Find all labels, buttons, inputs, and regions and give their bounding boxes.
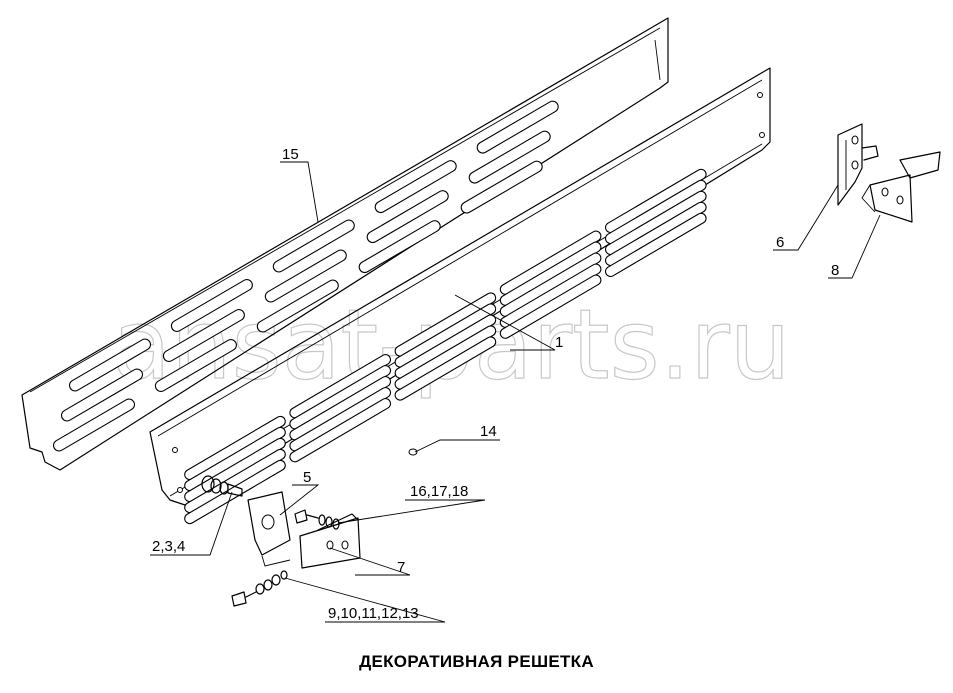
callout-2-3-4: 2,3,4 xyxy=(152,538,185,555)
front-grille-panel xyxy=(149,67,771,525)
bracket-part-8 xyxy=(861,151,941,223)
callout-16-17-18: 16,17,18 xyxy=(410,483,468,500)
bolt-set-16-17-18 xyxy=(294,509,340,530)
fastener-set-2-3-4 xyxy=(201,475,243,497)
diagram-caption: ДЕКОРАТИВНАЯ РЕШЕТКА xyxy=(359,652,594,671)
callout-8: 8 xyxy=(831,262,839,279)
bracket-part-5 xyxy=(247,491,291,567)
callout-7: 7 xyxy=(397,559,405,576)
callout-6: 6 xyxy=(776,234,784,251)
callout-5: 5 xyxy=(303,469,311,486)
callout-15: 15 xyxy=(282,146,299,163)
callout-14: 14 xyxy=(480,423,497,440)
callout-9-10-11-12-13: 9,10,11,12,13 xyxy=(328,605,419,622)
clip-part-14 xyxy=(408,448,418,456)
bracket-part-7 xyxy=(299,513,361,569)
bolt-set-9-13 xyxy=(231,570,288,607)
rear-grille-panel xyxy=(21,17,669,471)
bracket-part-6 xyxy=(837,123,879,206)
callout-1: 1 xyxy=(555,334,563,351)
leader-lines xyxy=(150,161,881,623)
callout-labels: 15 1 14 6 8 5 16,17,18 2,3,4 7 9,10,11,1… xyxy=(152,146,839,622)
